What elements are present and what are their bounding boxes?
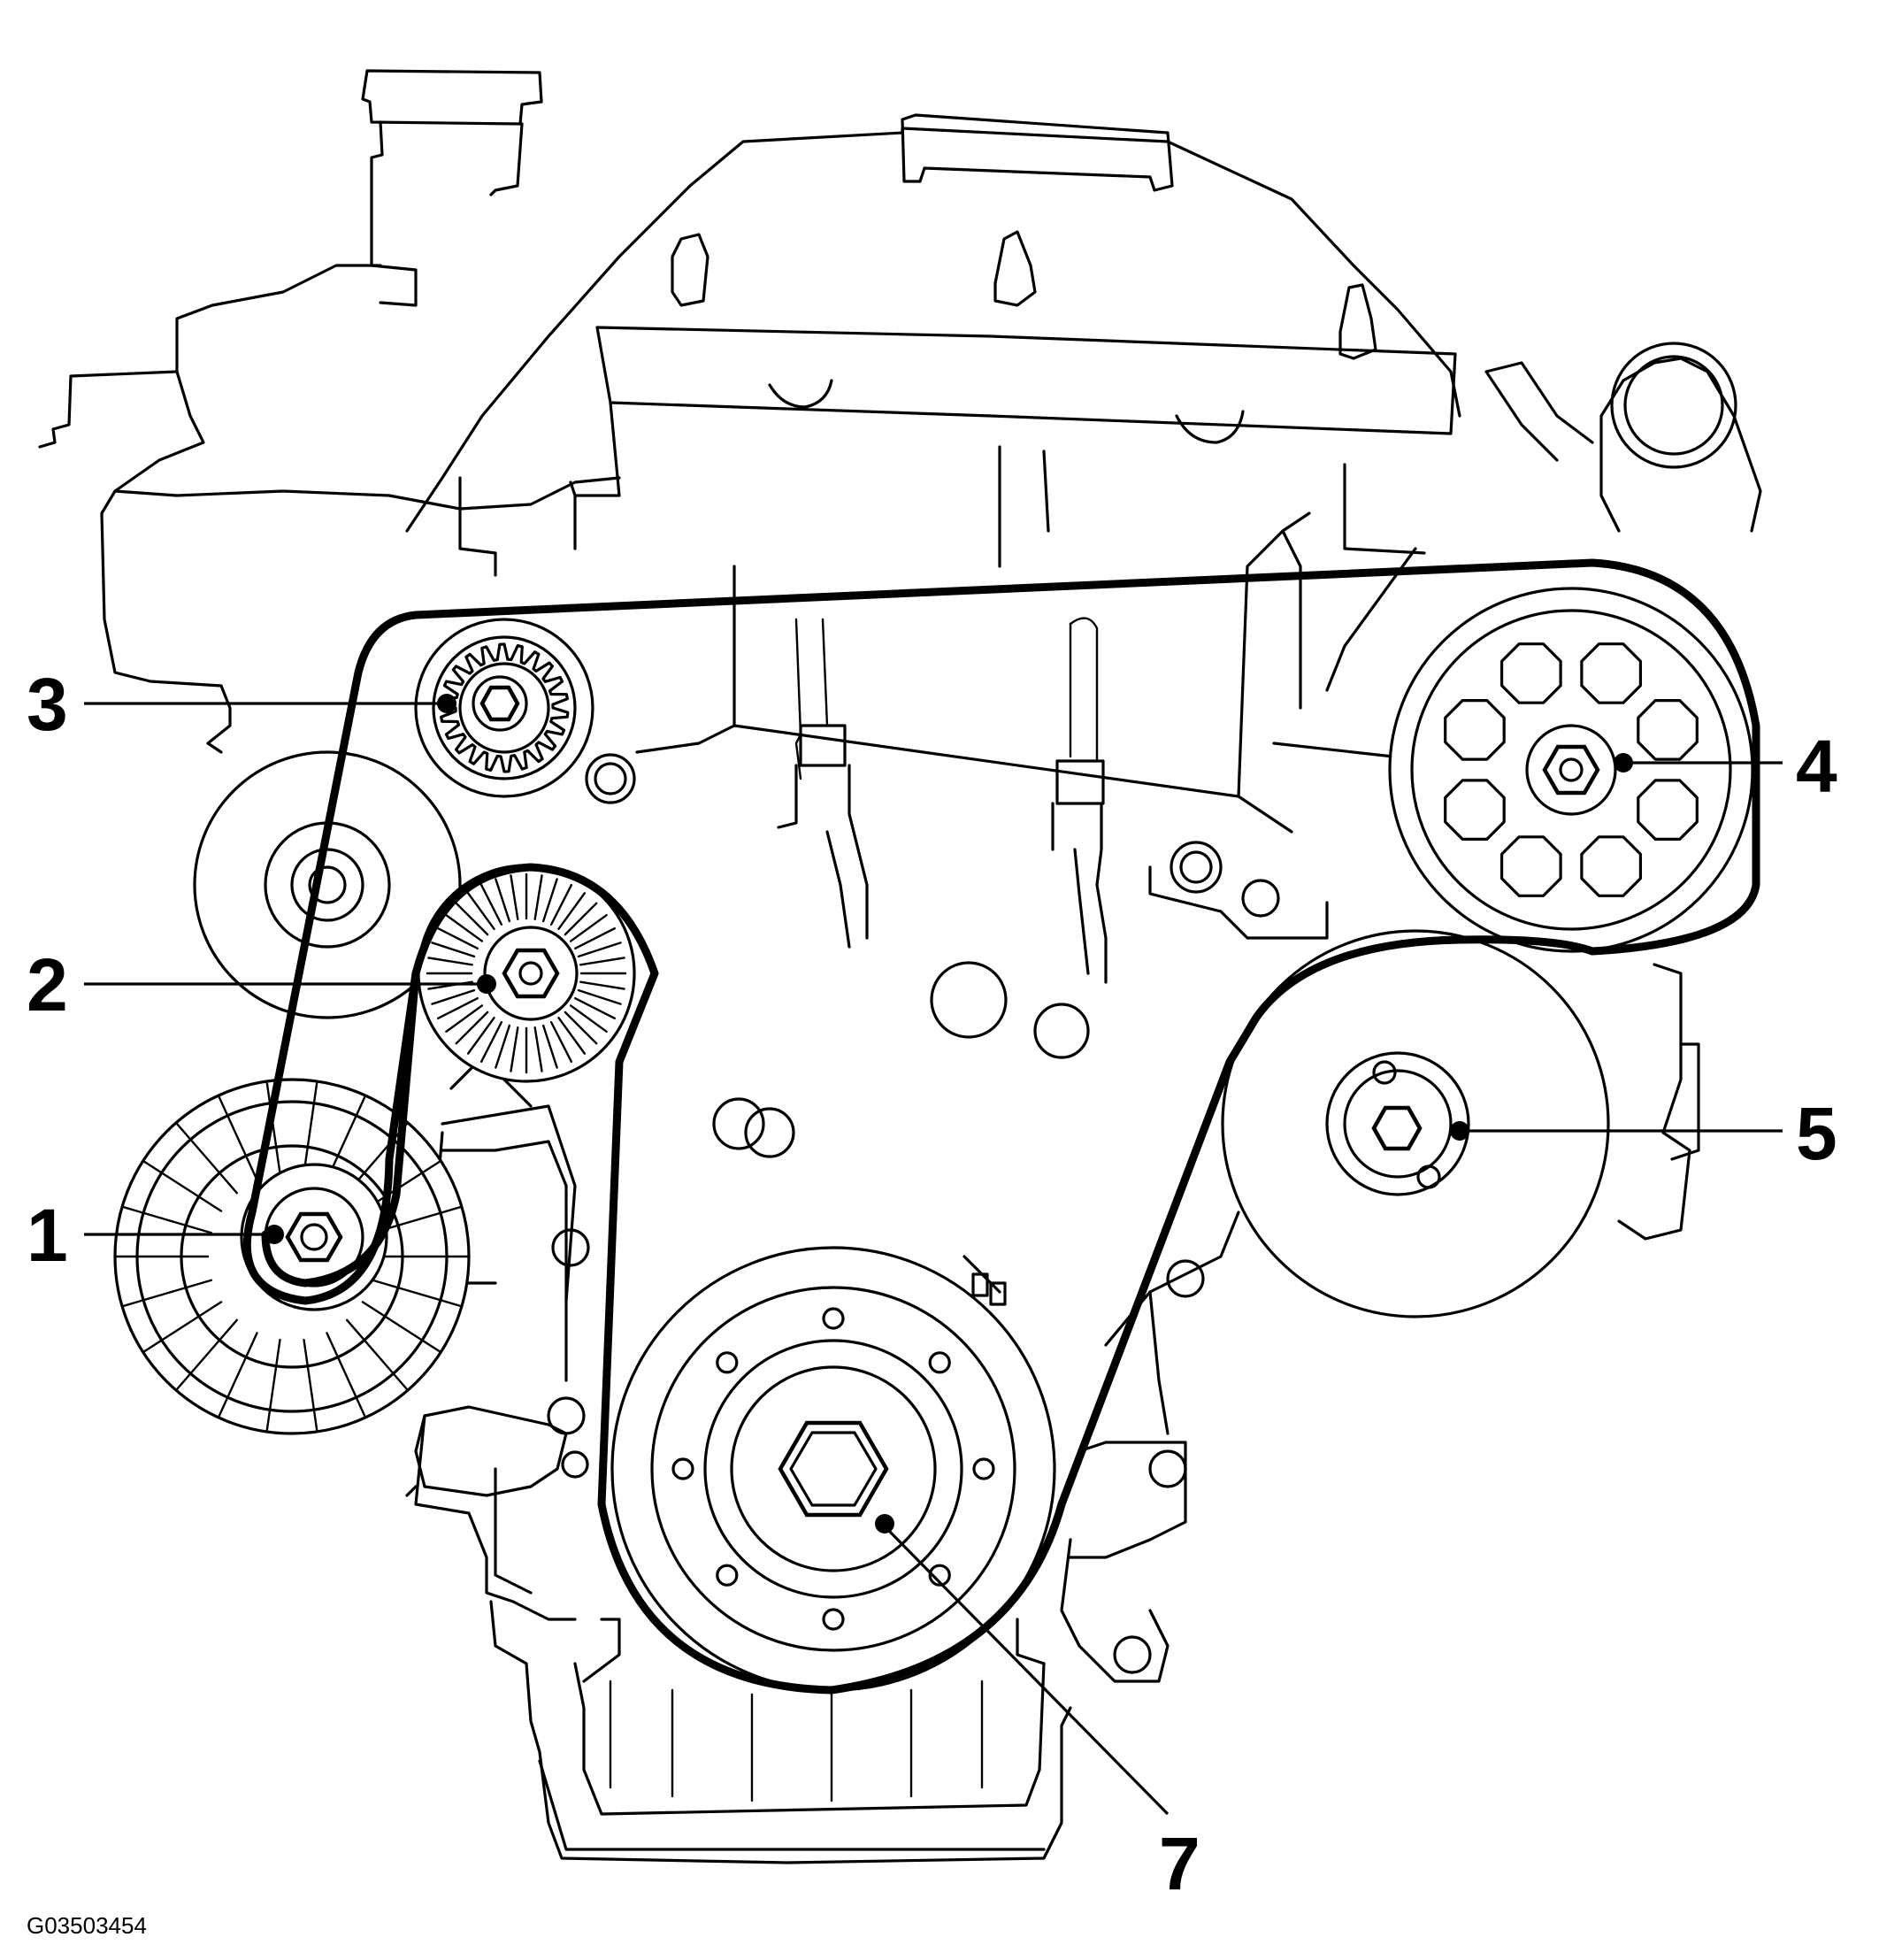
engine-outline [38, 69, 1762, 1864]
callout-7: 7 [1159, 1822, 1200, 1905]
support-bracket-pulley [193, 750, 462, 1019]
water-pump-pulley [1388, 587, 1754, 953]
callout-4: 4 [1796, 725, 1837, 808]
belt-tensioner-pulley [113, 1078, 471, 1435]
crankshaft-pulley [610, 1246, 1056, 1692]
idler-pulley [417, 864, 636, 1083]
ac-compressor [1221, 929, 1700, 1318]
power-steering-pulley [414, 618, 594, 798]
figure-code: G03503454 [27, 1912, 147, 1939]
callout-5: 5 [1796, 1092, 1837, 1175]
serpentine-belt [242, 558, 1760, 1695]
callout-1: 1 [27, 1194, 68, 1277]
callout-leaders [84, 694, 1783, 1816]
callout-3: 3 [27, 663, 68, 746]
callout-2: 2 [27, 943, 68, 1026]
belt-inner-loop [261, 969, 420, 1287]
